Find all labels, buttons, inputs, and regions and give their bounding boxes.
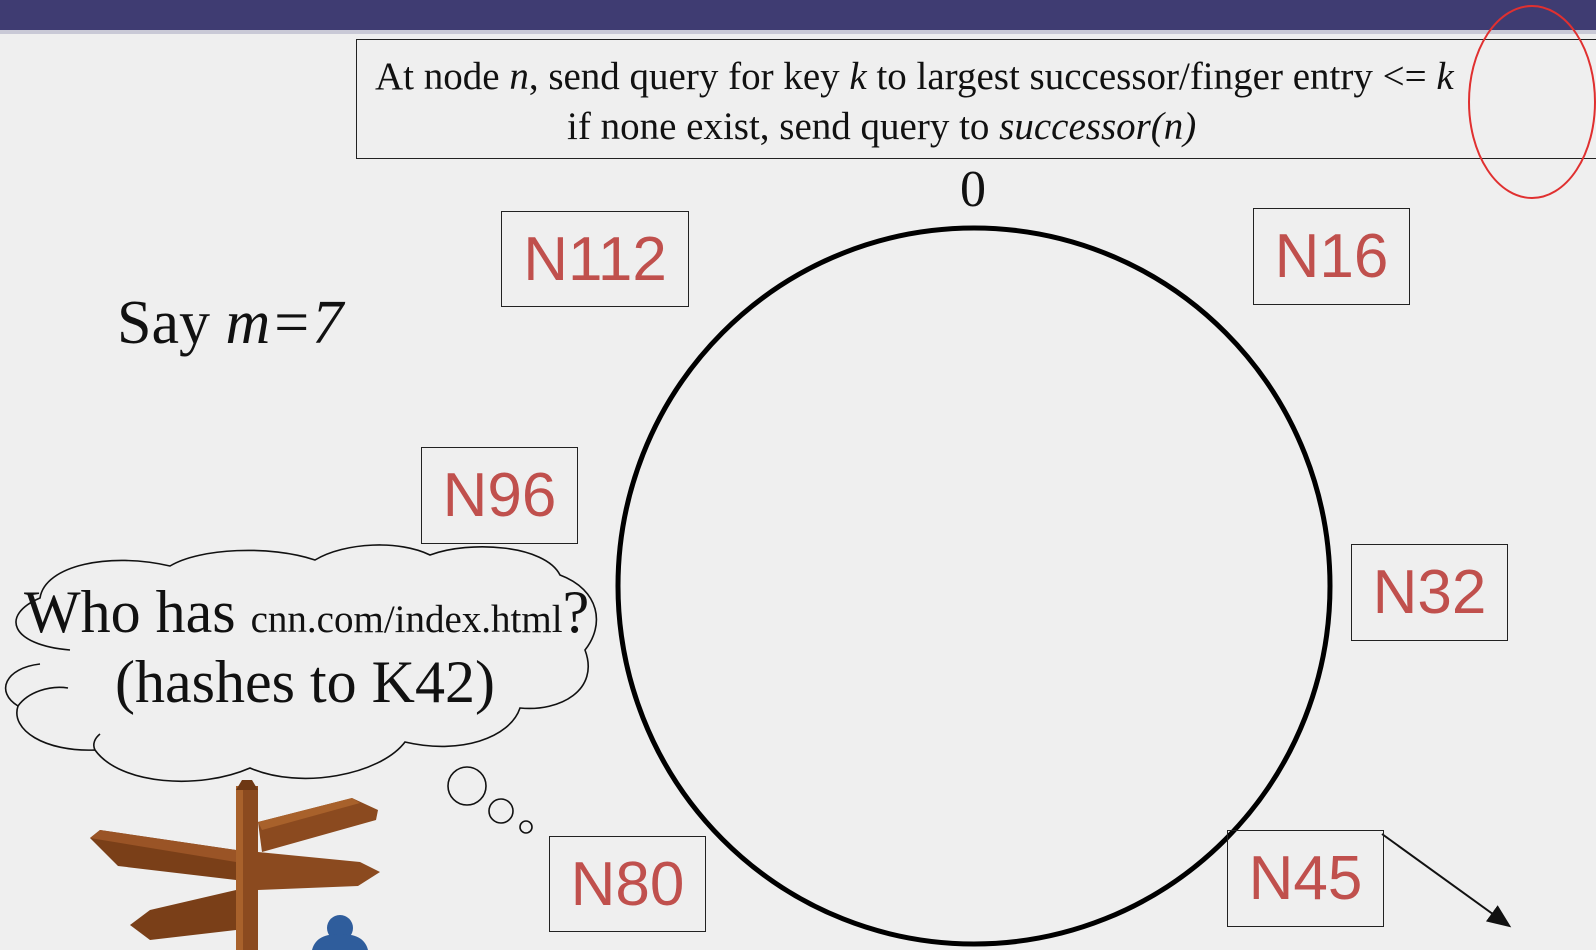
- routing-rule-line2: if none exist, send query to successor(n…: [567, 104, 1196, 149]
- query-arrow: [1381, 833, 1512, 928]
- node-n16: N16: [1253, 208, 1410, 305]
- thought-cloud-icon: [4, 544, 598, 834]
- rule-operator: <=: [1382, 55, 1437, 98]
- cloud-query-line: Who has cnn.com/index.html?: [24, 578, 589, 647]
- chord-ring: [615, 225, 1333, 947]
- ring-zero-label: 0: [960, 161, 986, 218]
- rule-successor-fn: successor(n): [999, 105, 1197, 148]
- title-bar-underline: [0, 30, 1596, 34]
- title-bar: [0, 0, 1596, 30]
- signpost-icon: [90, 780, 380, 950]
- cloud-hash-line: (hashes to K42): [115, 649, 495, 715]
- rule-var-n: n: [509, 55, 529, 98]
- cloud-who-has: Who has: [24, 579, 251, 645]
- routing-rule-line1: At node n, send query for key k to large…: [375, 54, 1454, 99]
- rule-text: At node: [375, 55, 510, 98]
- rule-var-k: k: [1436, 55, 1454, 98]
- node-n32: N32: [1351, 544, 1508, 641]
- node-n96: N96: [421, 447, 578, 544]
- highlight-circle: [1468, 5, 1596, 199]
- node-n80: N80: [549, 836, 706, 932]
- cloud-question-mark: ?: [562, 579, 590, 645]
- say-prefix: Say: [117, 289, 226, 357]
- person-icon: [312, 915, 368, 950]
- rule-text: to largest successor/finger entry: [866, 55, 1383, 98]
- rule-text: if none exist, send query to: [567, 105, 1000, 148]
- rule-text: , send query for key: [528, 55, 850, 98]
- routing-rule-box: At node n, send query for key k to large…: [356, 39, 1596, 159]
- m-bits-label: Say m=7: [117, 288, 343, 359]
- node-n112: N112: [501, 211, 689, 307]
- cloud-url: cnn.com/index.html: [250, 598, 563, 641]
- say-expression: m=7: [225, 289, 344, 357]
- rule-var-k: k: [849, 55, 867, 98]
- node-n45: N45: [1227, 830, 1384, 927]
